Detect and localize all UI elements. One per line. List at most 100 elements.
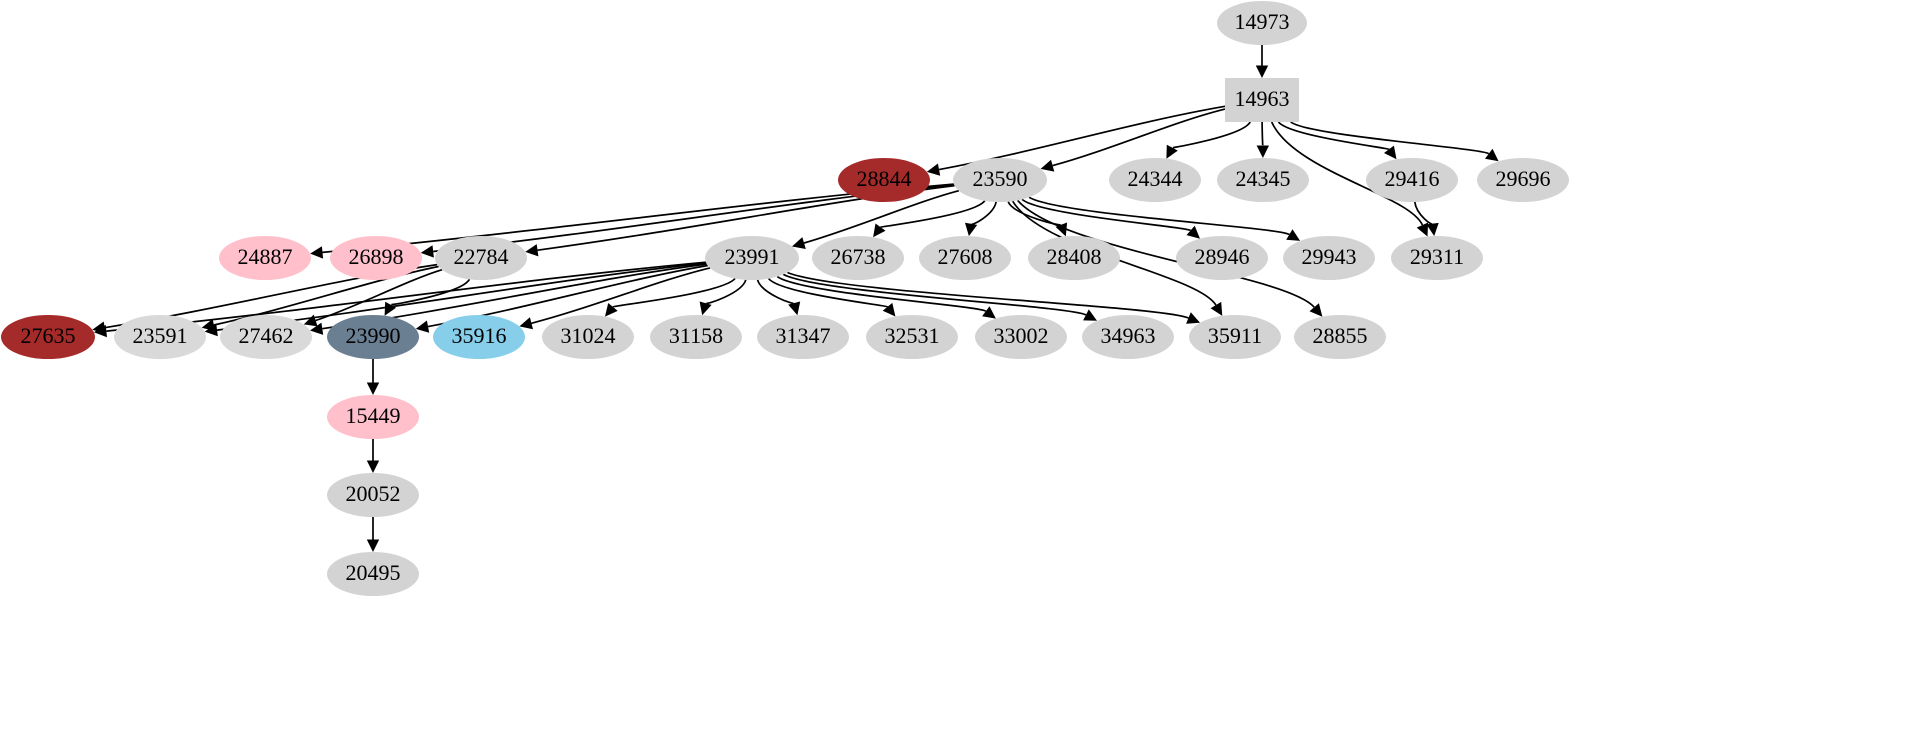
node-ellipse-shape[interactable] xyxy=(327,315,419,359)
node-ellipse-shape[interactable] xyxy=(1082,315,1174,359)
edge-arrowhead-icon xyxy=(1255,65,1269,78)
graph-edge xyxy=(1290,121,1490,155)
node-ellipse-shape[interactable] xyxy=(1217,158,1309,202)
graph-edge xyxy=(1270,121,1424,226)
graph-edge xyxy=(106,261,706,332)
graph-node-26898[interactable]: 26898 xyxy=(330,236,422,280)
graph-edge xyxy=(776,275,987,312)
graph-edge xyxy=(879,200,986,228)
edge-arrowhead-icon xyxy=(1384,145,1397,160)
graph-node-24344[interactable]: 24344 xyxy=(1109,158,1201,202)
node-ellipse-shape[interactable] xyxy=(812,236,904,280)
graph-node-27608[interactable]: 27608 xyxy=(919,236,1011,280)
node-ellipse-shape[interactable] xyxy=(838,158,930,202)
graph-node-23991[interactable]: 23991 xyxy=(705,236,799,280)
edge-arrowhead-icon xyxy=(519,317,533,330)
edge-arrowhead-icon xyxy=(965,222,978,237)
graph-node-23591[interactable]: 23591 xyxy=(114,315,206,359)
graph-node-35911[interactable]: 35911 xyxy=(1189,315,1281,359)
graph-node-26738[interactable]: 26738 xyxy=(812,236,904,280)
node-ellipse-shape[interactable] xyxy=(219,236,311,280)
graph-node-15449[interactable]: 15449 xyxy=(327,395,419,439)
graph-node-28946[interactable]: 28946 xyxy=(1176,236,1268,280)
graph-node-29416[interactable]: 29416 xyxy=(1366,158,1458,202)
node-ellipse-shape[interactable] xyxy=(1189,315,1281,359)
graph-edge xyxy=(612,277,736,308)
graph-node-32531[interactable]: 32531 xyxy=(866,315,958,359)
node-ellipse-shape[interactable] xyxy=(1217,1,1307,45)
node-ellipse-shape[interactable] xyxy=(1283,236,1375,280)
node-box-shape[interactable] xyxy=(1225,78,1299,122)
edge-arrowhead-icon xyxy=(93,324,107,338)
graph-node-20052[interactable]: 20052 xyxy=(327,473,419,517)
node-ellipse-shape[interactable] xyxy=(327,552,419,596)
graph-edge xyxy=(704,279,747,305)
graph-node-31024[interactable]: 31024 xyxy=(542,315,634,359)
graph-node-14973[interactable]: 14973 xyxy=(1217,1,1307,45)
node-ellipse-shape[interactable] xyxy=(1366,158,1458,202)
node-ellipse-shape[interactable] xyxy=(1477,158,1569,202)
node-ellipse-shape[interactable] xyxy=(866,315,958,359)
graph-edge xyxy=(389,278,471,306)
node-ellipse-shape[interactable] xyxy=(433,315,525,359)
node-ellipse-shape[interactable] xyxy=(1294,315,1386,359)
graph-node-28855[interactable]: 28855 xyxy=(1294,315,1386,359)
node-ellipse-shape[interactable] xyxy=(650,315,742,359)
graph-edge xyxy=(1007,201,1063,226)
node-ellipse-shape[interactable] xyxy=(327,473,419,517)
graph-edge xyxy=(1052,108,1226,167)
graph-node-14963[interactable]: 14963 xyxy=(1225,78,1299,122)
edge-arrowhead-icon xyxy=(1186,312,1200,324)
edge-arrowhead-icon xyxy=(788,301,801,316)
graph-node-28844[interactable]: 28844 xyxy=(838,158,930,202)
graph-node-31347[interactable]: 31347 xyxy=(757,315,849,359)
node-ellipse-shape[interactable] xyxy=(919,236,1011,280)
edge-arrowhead-icon xyxy=(1040,159,1055,172)
graph-node-29311[interactable]: 29311 xyxy=(1391,236,1483,280)
node-ellipse-shape[interactable] xyxy=(975,315,1067,359)
edge-arrowhead-icon xyxy=(1166,144,1178,159)
node-ellipse-shape[interactable] xyxy=(1109,158,1201,202)
edge-arrowhead-icon xyxy=(792,237,806,249)
node-ellipse-shape[interactable] xyxy=(1176,236,1268,280)
node-ellipse-shape[interactable] xyxy=(114,315,206,359)
edge-arrowhead-icon xyxy=(926,163,941,176)
graph-edge xyxy=(1028,196,1290,236)
graph-node-33002[interactable]: 33002 xyxy=(975,315,1067,359)
graph-node-24887[interactable]: 24887 xyxy=(219,236,311,280)
graph-edge xyxy=(1277,121,1390,151)
node-ellipse-shape[interactable] xyxy=(542,315,634,359)
graph-node-20495[interactable]: 20495 xyxy=(327,552,419,596)
graph-node-31158[interactable]: 31158 xyxy=(650,315,742,359)
graph-node-22784[interactable]: 22784 xyxy=(435,236,527,280)
graph-node-29696[interactable]: 29696 xyxy=(1477,158,1569,202)
graph-node-35916[interactable]: 35916 xyxy=(433,315,525,359)
graph-node-27462[interactable]: 27462 xyxy=(220,315,312,359)
graph-edge xyxy=(531,267,711,325)
graph-edge xyxy=(1413,201,1434,225)
node-ellipse-shape[interactable] xyxy=(435,236,527,280)
node-ellipse-shape[interactable] xyxy=(705,236,799,280)
edge-arrowhead-icon xyxy=(1210,301,1223,316)
node-ellipse-shape[interactable] xyxy=(953,158,1047,202)
node-ellipse-shape[interactable] xyxy=(327,395,419,439)
node-ellipse-shape[interactable] xyxy=(330,236,422,280)
graph-node-24345[interactable]: 24345 xyxy=(1217,158,1309,202)
node-ellipse-shape[interactable] xyxy=(1391,236,1483,280)
node-ellipse-shape[interactable] xyxy=(1,315,95,359)
graph-edge xyxy=(1017,199,1315,308)
graph-node-23990[interactable]: 23990 xyxy=(327,315,419,359)
graph-node-34963[interactable]: 34963 xyxy=(1082,315,1174,359)
graph-node-27635[interactable]: 27635 xyxy=(1,315,95,359)
node-ellipse-shape[interactable] xyxy=(1028,236,1120,280)
node-ellipse-shape[interactable] xyxy=(220,315,312,359)
node-ellipse-shape[interactable] xyxy=(757,315,849,359)
graph-node-29943[interactable]: 29943 xyxy=(1283,236,1375,280)
graph-node-23590[interactable]: 23590 xyxy=(953,158,1047,202)
edge-arrowhead-icon xyxy=(882,302,896,317)
edge-arrowhead-icon xyxy=(1309,303,1323,317)
graph-node-28408[interactable]: 28408 xyxy=(1028,236,1120,280)
edge-arrowhead-icon xyxy=(204,324,218,337)
